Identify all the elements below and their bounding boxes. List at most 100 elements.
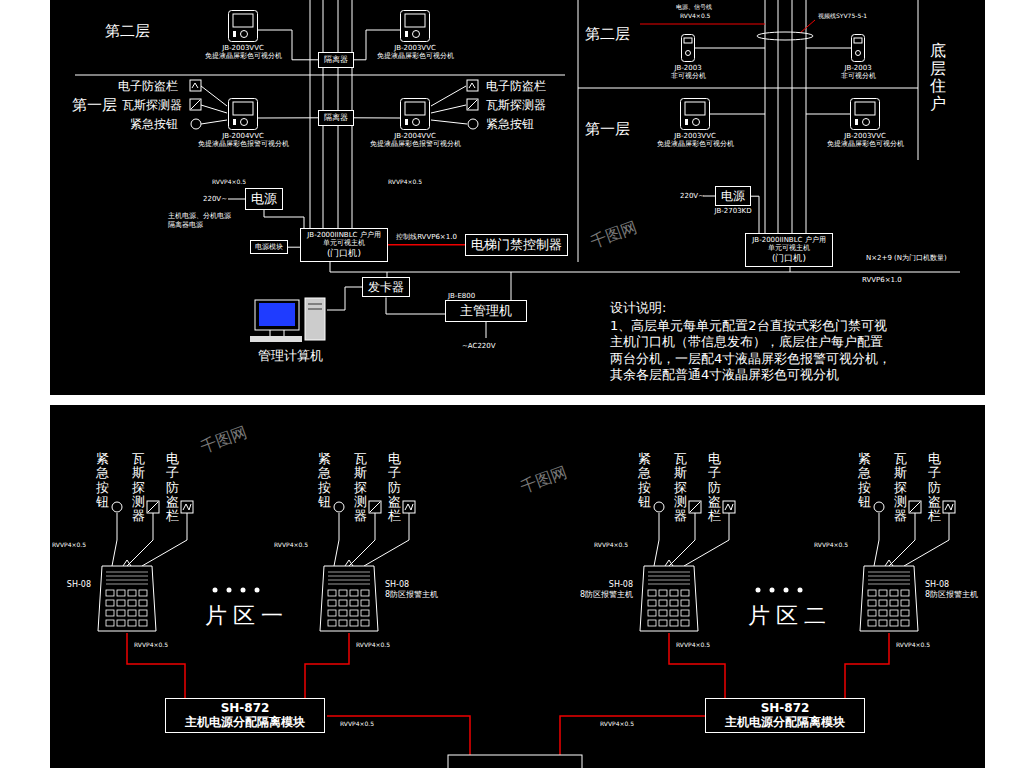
zone-dots [227, 588, 232, 593]
audio-handset [852, 35, 865, 62]
alarm-keypad [320, 566, 378, 631]
alarm-keypad [350, 620, 358, 626]
alarm-keypad [879, 620, 887, 626]
alarm-keypad [659, 620, 667, 626]
connector-line [258, 117, 318, 118]
alarm-keypad [665, 560, 673, 566]
cable-label: RVVP4×0.5 [814, 541, 848, 548]
module-box: SH-872主机电源分配隔离模块 [705, 698, 865, 733]
alarm-keypad [361, 620, 369, 626]
model-number: JB-E800 [448, 292, 475, 300]
alarm-keypad [106, 610, 114, 616]
fence-icon [405, 504, 413, 510]
cable-label: 电源、信号线 [676, 3, 712, 10]
video-monitor [241, 31, 248, 38]
alarm-keypad [328, 590, 336, 596]
device-caption: JB-2004VVC免提液晶屏彩色报警可视分机 [370, 132, 461, 149]
device-caption: SH-088防区报警主机 [385, 580, 438, 599]
device-label: 非可视分机 [841, 72, 876, 80]
sensor-wire [431, 86, 467, 124]
sensor-label: 紧急按钮 [858, 452, 871, 509]
cable-label: 220V~ [203, 195, 227, 203]
gas-detector-icon [909, 501, 921, 513]
video-monitor: JB-2003VVC免提液晶屏彩色可视分机 [680, 98, 710, 130]
gas-detector-icon [370, 502, 380, 512]
alarm-keypad [106, 600, 114, 606]
device-label: 8防区报警主机 [580, 590, 633, 600]
cable-label: RVVP4×0.5 [676, 641, 710, 648]
watermark: 千图网 [588, 217, 640, 251]
device-label: SH-08 [385, 580, 438, 590]
alarm-keypad [648, 572, 690, 584]
sensor-label: 瓦斯探测器 [122, 98, 182, 112]
computer-icon [305, 298, 325, 340]
sensor-wire [874, 513, 879, 566]
alarm-keypad [350, 590, 358, 596]
gas-detector-icon [369, 501, 381, 513]
sensor-label: 电子防盗栏 [486, 79, 546, 93]
watermark: 千图网 [198, 422, 250, 456]
device-caption: JB-2003非可视分机 [671, 64, 706, 81]
alarm-keypad [901, 610, 909, 616]
button-icon [112, 502, 122, 512]
cable-label: 管理计算机 [258, 348, 323, 364]
connector-line [386, 297, 445, 314]
device-box: JB-2000IINBLC 户户用单元可视主机(门口机) [300, 228, 388, 262]
sensor-label: 电子防盗栏 [118, 79, 178, 93]
sensor-label: 电子防盗栏 [708, 452, 721, 523]
sensor-label: 电子防盗栏 [166, 452, 179, 523]
box-text: (门口机) [306, 248, 382, 259]
gas-detector-icon [689, 501, 701, 513]
cable-label: RVVP4×0.5 [896, 641, 930, 648]
alarm-keypad [659, 590, 667, 596]
video-monitor [229, 99, 258, 130]
sensor-label: 紧急按钮 [96, 452, 109, 509]
cable-label: 主机电源、分机电源 隔离器电源 [168, 212, 238, 230]
alarm-keypad [670, 620, 678, 626]
alarm-keypad [345, 560, 353, 566]
video-monitor [855, 102, 875, 115]
device-box: 隔离器 [318, 110, 354, 126]
cable-label: RVVP4×0.5 [52, 541, 86, 548]
alarm-keypad [638, 558, 700, 633]
zone-dots [784, 588, 789, 593]
box-text: 主管理机 [460, 303, 512, 319]
gas-detector-icon [910, 502, 920, 512]
video-monitor: JB-2004VVC免提液晶屏彩色报警可视分机 [228, 98, 258, 130]
video-monitor [405, 102, 425, 115]
audio-handset [686, 51, 691, 56]
alarm-keypad [868, 572, 910, 584]
alarm-keypad [328, 610, 336, 616]
sensor-label: 瓦斯探测器 [486, 98, 546, 112]
device-caption: JB-2003VVC免提液晶屏彩色可视分机 [205, 44, 282, 61]
box-text: 电源 [721, 189, 745, 203]
video-monitor [680, 98, 710, 130]
signal-cable [757, 32, 813, 40]
alarm-keypad [681, 590, 689, 596]
device-label: JB-2003VVC [827, 132, 904, 140]
floor-label: 第二层 [105, 22, 150, 40]
fence-icon [725, 504, 733, 510]
alarm-keypad [117, 590, 125, 596]
design-note: 设计说明: [610, 300, 666, 316]
sensor-label: 电子防盗栏 [928, 452, 941, 523]
video-monitor [400, 10, 430, 42]
device-caption: SH-08 [67, 580, 91, 590]
video-monitor [228, 10, 258, 42]
device-box: 隔离器 [318, 52, 354, 68]
video-monitor [233, 14, 253, 27]
design-note: 1、高层单元每单元配置2台直按式彩色门禁可视主机门口机（带信息发布），底层住户每… [610, 318, 895, 383]
alarm-keypad [106, 590, 114, 596]
sensor-label: 紧急按钮 [130, 117, 178, 131]
sensor-icon [190, 80, 478, 129]
video-monitor: JB-2003VVC免提液晶屏彩色可视分机 [228, 10, 258, 42]
watermark: 千图网 [518, 462, 570, 496]
box-text: 主机电源分配隔离模块 [711, 715, 859, 729]
sensor-icon [191, 100, 200, 109]
zone-dots [798, 588, 803, 593]
device-label: 免提液晶屏彩色报警可视分机 [198, 140, 289, 148]
video-monitor [685, 119, 688, 125]
device-label: JB-2003VVC [657, 132, 734, 140]
device-caption: JB-2004VVC免提液晶屏彩色报警可视分机 [198, 132, 289, 149]
sensor-icon [468, 119, 478, 129]
